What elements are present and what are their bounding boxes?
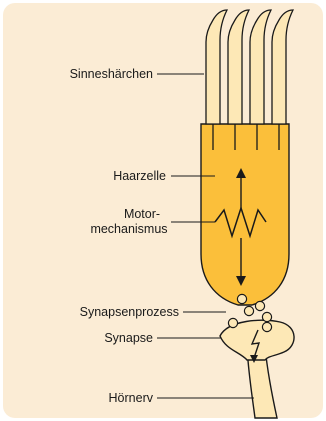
vesicle [228, 318, 237, 327]
label-synapse: Synapse [104, 331, 153, 345]
label-auditory-nerve: Hörnerv [109, 391, 154, 405]
vesicle [262, 322, 271, 331]
label-motor-line1: Motor- [124, 207, 160, 221]
vesicle [244, 306, 253, 315]
label-hair-cell: Haarzelle [113, 169, 166, 183]
label-motor-line2: mechanismus [90, 222, 167, 236]
vesicle [262, 312, 271, 321]
vesicle [237, 294, 246, 303]
vesicle [255, 301, 264, 310]
label-sensory-hairs: Sinneshärchen [70, 67, 153, 81]
label-synaptic-process: Synapsenprozess [80, 305, 179, 319]
